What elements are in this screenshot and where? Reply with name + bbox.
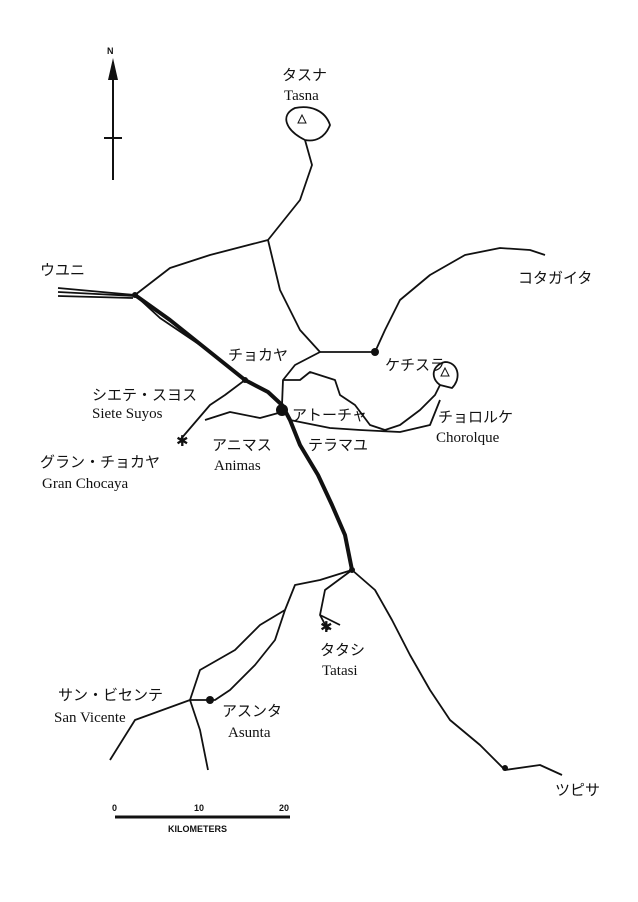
label-chocaya-jp: チョカヤ <box>228 346 288 364</box>
label-asunta-jp: アスンタ <box>222 702 282 720</box>
label-siete-suyos-en: Siete Suyos <box>92 406 163 422</box>
town-markers: ✱ ✱ <box>132 113 508 771</box>
label-chorolque-jp: チョロルケ <box>438 408 513 426</box>
label-animas-en: Animas <box>214 458 261 474</box>
label-tasna-en: Tasna <box>284 88 319 104</box>
label-siete-suyos-jp: シエテ・スヨス <box>92 386 197 404</box>
label-tatasi-jp: タタシ <box>320 641 365 659</box>
scale-tick-20: 20 <box>279 803 289 813</box>
label-telamayu-jp: テラマユ <box>308 436 368 454</box>
label-tasna-jp: タスナ <box>282 66 327 84</box>
label-uyuni-jp: ウユニ <box>40 261 85 279</box>
north-label: N <box>107 46 114 56</box>
label-tupiza-jp: ツピサ <box>555 781 600 799</box>
label-asunta-en: Asunta <box>228 725 271 741</box>
label-animas-jp: アニマス <box>212 436 272 454</box>
north-arrow-icon: N <box>104 46 122 180</box>
label-atocha-jp: アトーチャ <box>292 406 367 424</box>
scale-tick-10: 10 <box>194 803 204 813</box>
label-tatasi-en: Tatasi <box>322 663 358 679</box>
scale-tick-0: 0 <box>112 803 117 813</box>
scale-unit: KILOMETERS <box>168 824 227 834</box>
label-quechisla-jp: ケチスラ <box>385 356 445 374</box>
label-san-vicente-jp: サン・ビセンテ <box>58 686 163 704</box>
label-gran-chocaya-en: Gran Chocaya <box>42 476 129 492</box>
label-cotagaita-jp: コタガイタ <box>518 269 592 287</box>
label-san-vicente-en: San Vicente <box>54 710 126 726</box>
label-chorolque-en: Chorolque <box>436 430 500 446</box>
svg-text:✱: ✱ <box>176 432 189 450</box>
scale-bar: 0 10 20 KILOMETERS <box>112 803 290 834</box>
place-labels: タスナ Tasna ウユニ コタガイタ チョカヤ ケチスラ シエテ・スヨス Si… <box>40 66 600 799</box>
label-gran-chocaya-jp: グラン・チョカヤ <box>40 453 160 471</box>
svg-text:✱: ✱ <box>320 618 333 636</box>
